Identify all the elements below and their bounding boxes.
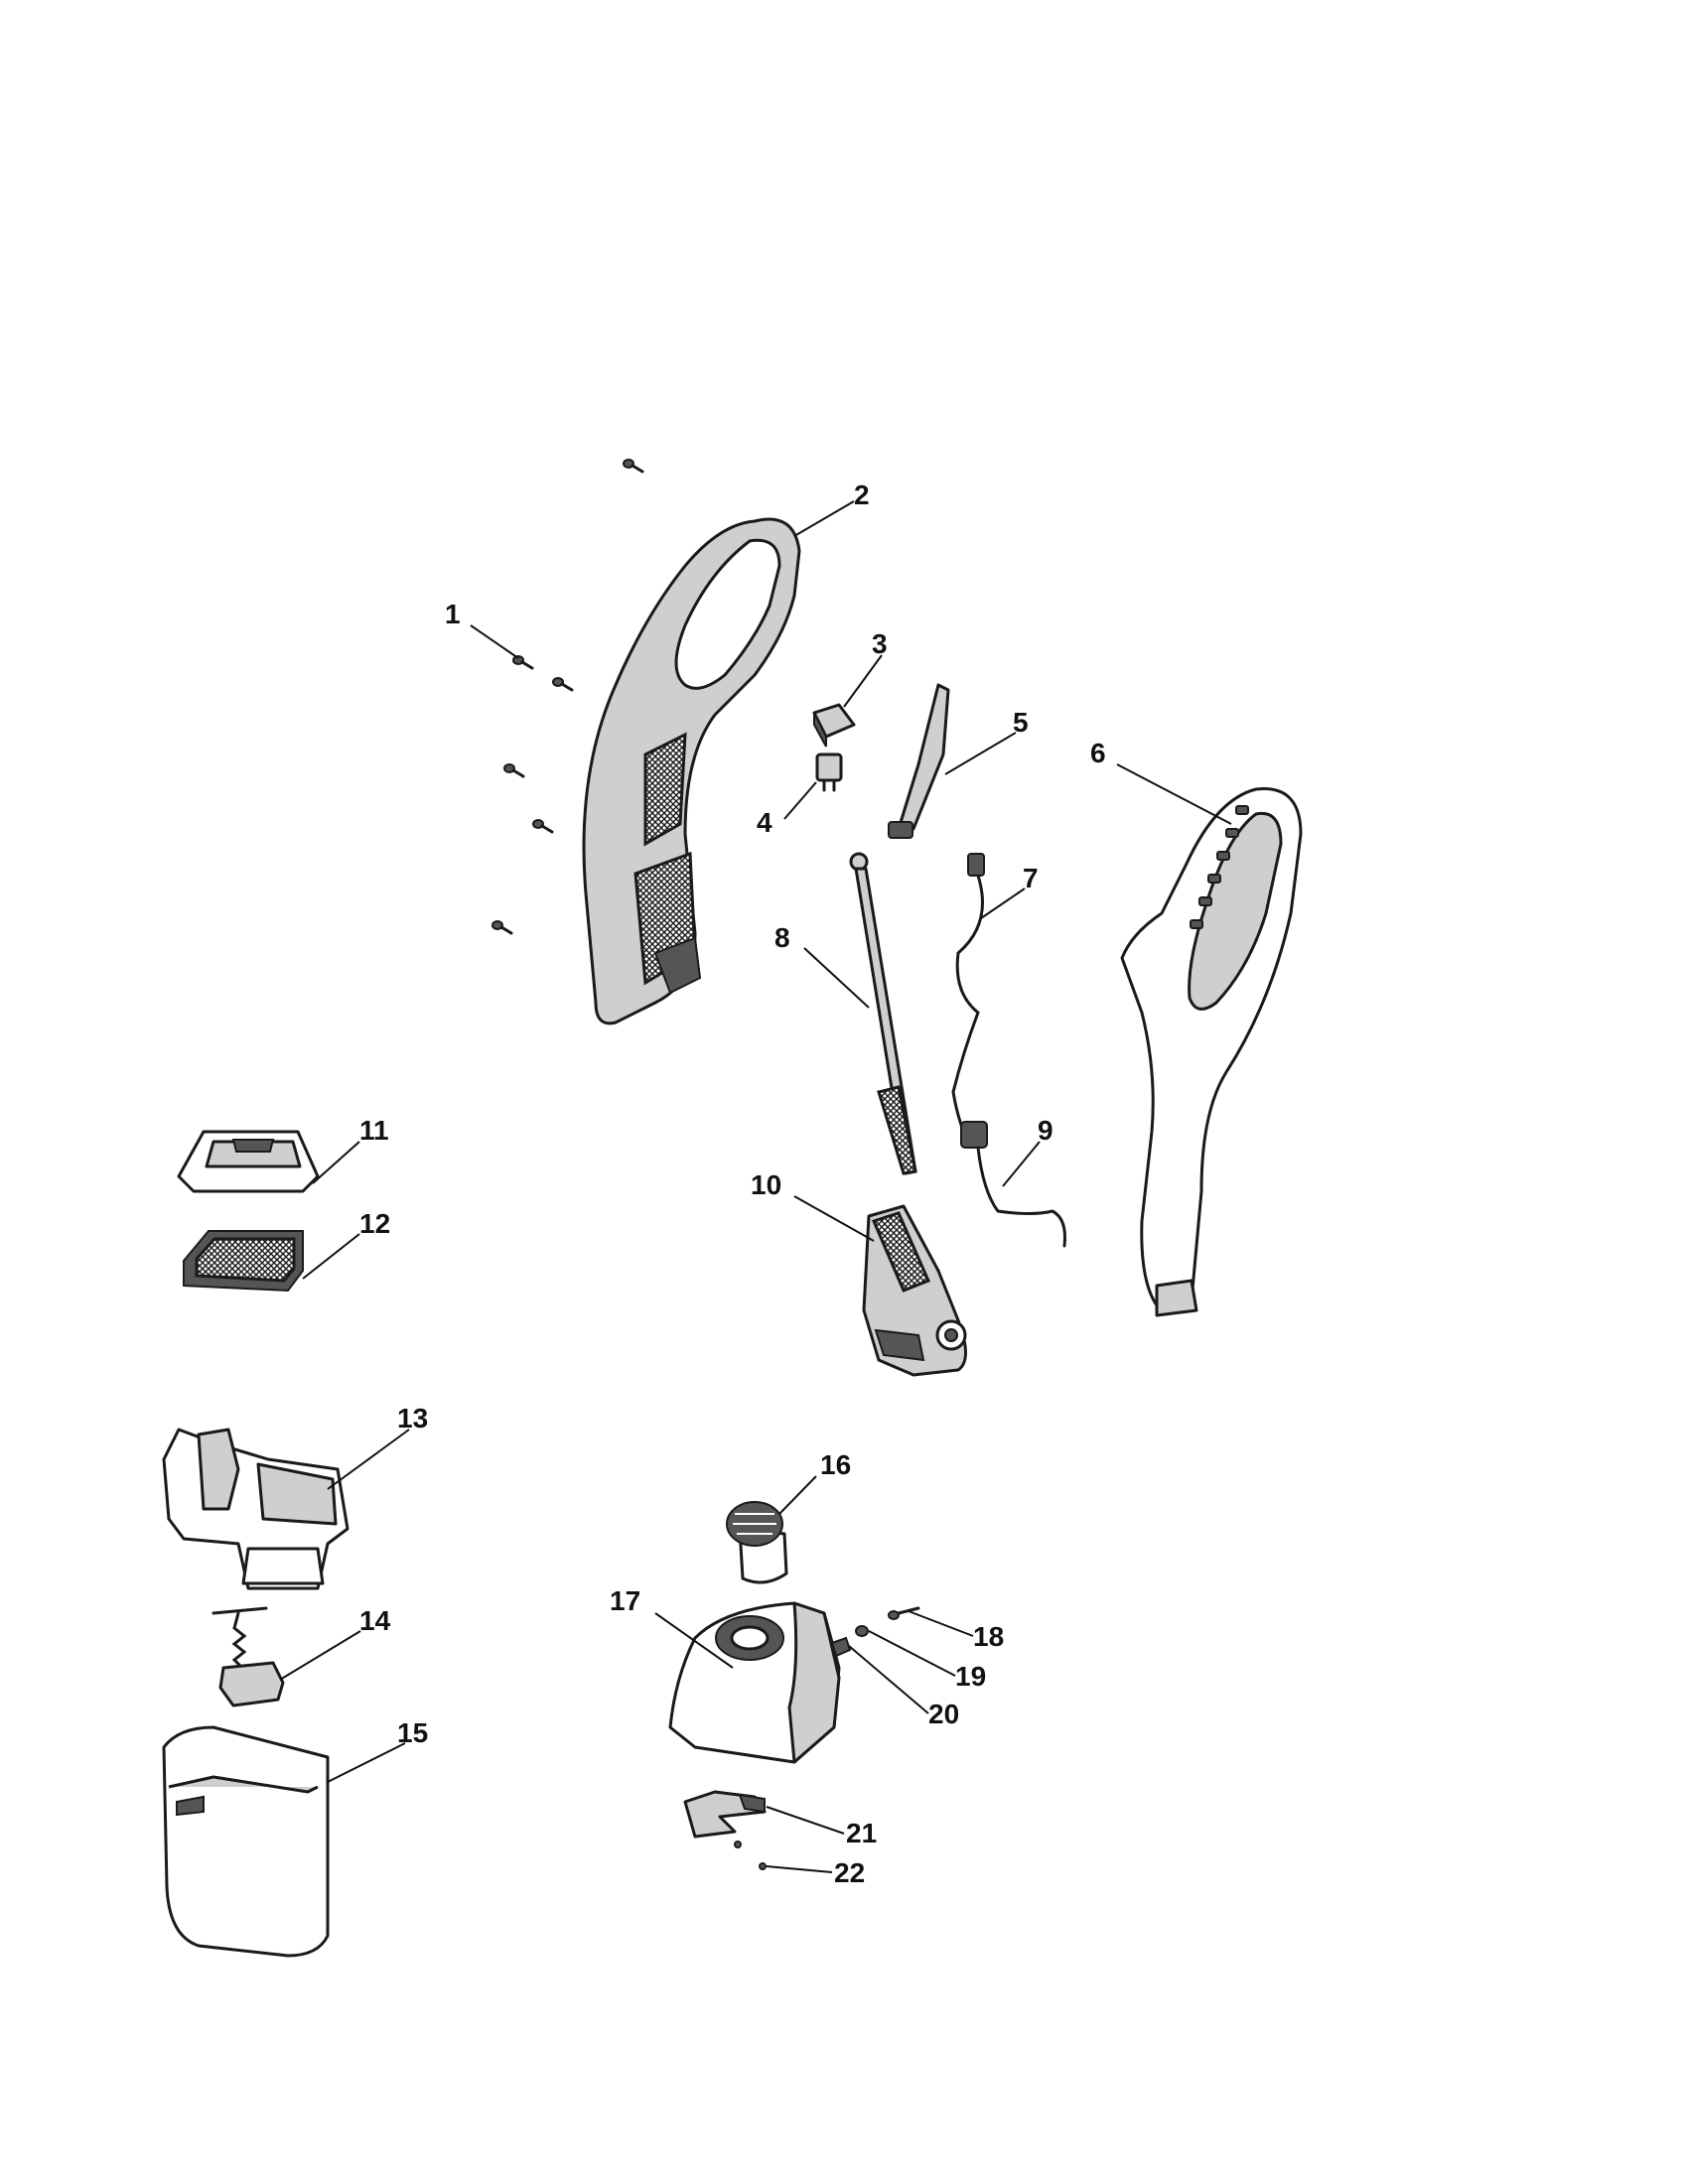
leader-18 (908, 1610, 974, 1637)
part-7-wire-lead (951, 853, 985, 1144)
leader-11 (312, 1141, 360, 1184)
part-20-pin (830, 1636, 852, 1658)
part-14-release-latch (211, 1606, 285, 1707)
leader-13 (327, 1429, 410, 1490)
callout-22: 22 (834, 1857, 865, 1888)
callout-19: 19 (955, 1661, 986, 1692)
callout-20: 20 (928, 1699, 959, 1729)
callout-11: 11 (359, 1115, 389, 1146)
part-21-slide-button (683, 1790, 767, 1839)
part-2-rear-handle-half (582, 517, 801, 1025)
leader-9 (1002, 1141, 1041, 1187)
callout-18: 18 (973, 1621, 1004, 1652)
button-row (1190, 805, 1249, 929)
leader-2 (793, 500, 855, 537)
screw (552, 677, 574, 692)
callout-9: 9 (1038, 1115, 1053, 1146)
leader-1 (470, 624, 519, 659)
screw (503, 763, 525, 778)
callout-16: 16 (820, 1449, 851, 1480)
leader-12 (302, 1233, 360, 1280)
leader-22 (766, 1865, 833, 1873)
leader-8 (803, 947, 870, 1009)
callout-15: 15 (397, 1717, 428, 1748)
callout-3: 3 (872, 628, 888, 659)
part-6-front-handle-half (1120, 787, 1303, 1317)
callout-1: 1 (445, 599, 461, 629)
callout-5: 5 (1013, 707, 1029, 738)
leader-14 (279, 1630, 361, 1681)
part-16-cap (726, 1501, 788, 1584)
leader-4 (783, 781, 817, 820)
part-17-motor-cover (668, 1601, 841, 1764)
part-18-screw (888, 1606, 920, 1620)
part-22-screws (734, 1841, 767, 1870)
leader-20 (848, 1645, 929, 1714)
callout-4: 4 (757, 807, 772, 838)
part-8-rod (849, 852, 917, 1175)
callout-2: 2 (854, 479, 870, 510)
screw (623, 459, 644, 474)
part-19-spring (855, 1625, 869, 1637)
leader-21 (766, 1806, 845, 1835)
callout-10: 10 (751, 1169, 781, 1200)
callout-12: 12 (359, 1208, 390, 1239)
part-4-switch (815, 752, 843, 792)
part-5-switch-bracket (888, 683, 950, 839)
leader-10 (793, 1195, 875, 1242)
part-11-filter-cover (177, 1130, 320, 1193)
part-12-filter (183, 1230, 304, 1293)
leader-7 (980, 887, 1026, 919)
screw (491, 920, 513, 935)
leader-6 (1116, 763, 1232, 825)
leader-17 (654, 1612, 734, 1669)
part-13-dirt-cup-lid (162, 1428, 350, 1590)
part-9-wire-harness (960, 1121, 1066, 1248)
part-1-screws (491, 459, 644, 935)
leader-3 (843, 654, 883, 708)
callout-14: 14 (359, 1605, 391, 1636)
callout-labels: 1 2 3 4 5 6 7 8 9 10 11 12 13 14 15 16 1… (359, 479, 1106, 1888)
leader-5 (944, 732, 1017, 775)
leader-15 (327, 1742, 406, 1783)
leader-lines (279, 500, 1232, 1873)
leader-19 (868, 1630, 956, 1677)
callout-17: 17 (610, 1585, 640, 1616)
leader-16 (778, 1475, 817, 1515)
screw (512, 655, 534, 670)
part-10-switch-housing (862, 1204, 967, 1377)
callout-7: 7 (1023, 863, 1039, 893)
callout-8: 8 (774, 922, 790, 953)
callout-6: 6 (1090, 738, 1106, 768)
callout-13: 13 (397, 1403, 428, 1433)
part-3-switch-button (812, 703, 856, 748)
callout-21: 21 (846, 1818, 877, 1848)
part-15-dirt-cup (162, 1725, 330, 1958)
screw (532, 819, 554, 834)
